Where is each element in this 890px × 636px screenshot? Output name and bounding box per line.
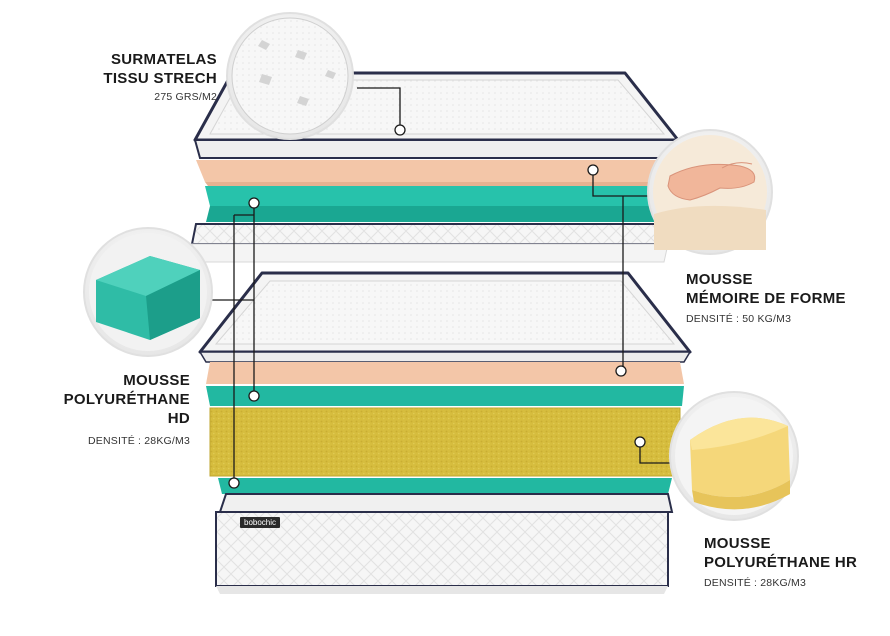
mattress-top-panel — [198, 271, 692, 363]
hr-foam-block — [209, 407, 681, 477]
memory-foam-label: MOUSSE MÉMOIRE DE FORME DENSITÉ : 50 KG/… — [686, 270, 876, 326]
topper-title-line1: SURMATELAS — [110, 51, 217, 68]
topper-spec: 275 GRS/M2 — [154, 91, 217, 103]
brand-tag: bobochic — [240, 517, 281, 528]
hd-foam-title-line1: MOUSSE — [123, 372, 190, 389]
upper-fabric-base — [190, 223, 670, 263]
memory-foam-zoom-circle — [647, 129, 773, 255]
hr-foam-spec: DENSITÉ : 28KG/M3 — [704, 577, 807, 589]
hd-foam-bottom-band — [218, 478, 672, 494]
hd-foam-title-line2: POLYURÉTHANE HD — [63, 391, 190, 427]
topper-callout-dot — [394, 124, 406, 136]
memory-foam-upper-band — [196, 160, 675, 186]
memory-foam-spec: DENSITÉ : 50 KG/M3 — [686, 313, 792, 325]
callout-lines — [200, 87, 672, 483]
memory-foam-callout-dot-lower — [615, 365, 627, 377]
memory-foam-callout-line — [592, 172, 654, 197]
memory-foam-callout-dot-upper — [587, 164, 599, 176]
hd-foam-callout-dot-upper — [248, 197, 260, 209]
hr-foam-title-line1: MOUSSE — [704, 535, 771, 552]
hd-foam-callout-dot-lower — [248, 390, 260, 402]
topper-zoom-circle — [226, 12, 354, 140]
callout-dots — [228, 124, 646, 489]
hr-foam-label: MOUSSE POLYURÉTHANE HR DENSITÉ : 28KG/M3 — [704, 534, 874, 590]
topper-label: SURMATELAS TISSU STRECH 275 GRS/M2 — [92, 50, 217, 104]
topper-title-line2: TISSU STRECH — [103, 70, 217, 87]
hd-foam-zoom-circle — [83, 227, 213, 357]
memory-foam-lower-band — [206, 362, 684, 384]
hr-foam-title-line2: POLYURÉTHANE HR — [704, 554, 858, 571]
hd-foam-callout-dot-bottom — [228, 477, 240, 489]
hr-foam-zoom-circle — [669, 391, 799, 521]
topper-callout-line — [357, 87, 401, 127]
hr-foam-callout-dot — [634, 436, 646, 448]
hd-foam-spec: DENSITÉ : 28KG/M3 — [87, 435, 190, 447]
hd-foam-lower-band — [206, 386, 684, 406]
hd-foam-upper-band — [205, 186, 664, 222]
hr-foam-callout-line — [639, 445, 672, 464]
memory-foam-title-line1: MOUSSE — [686, 271, 753, 288]
mattress-base — [215, 493, 674, 594]
memory-foam-title-line2: MÉMOIRE DE FORME — [686, 290, 846, 307]
hd-foam-label: MOUSSE POLYURÉTHANE HD DENSITÉ : 28KG/M3 — [40, 371, 190, 448]
